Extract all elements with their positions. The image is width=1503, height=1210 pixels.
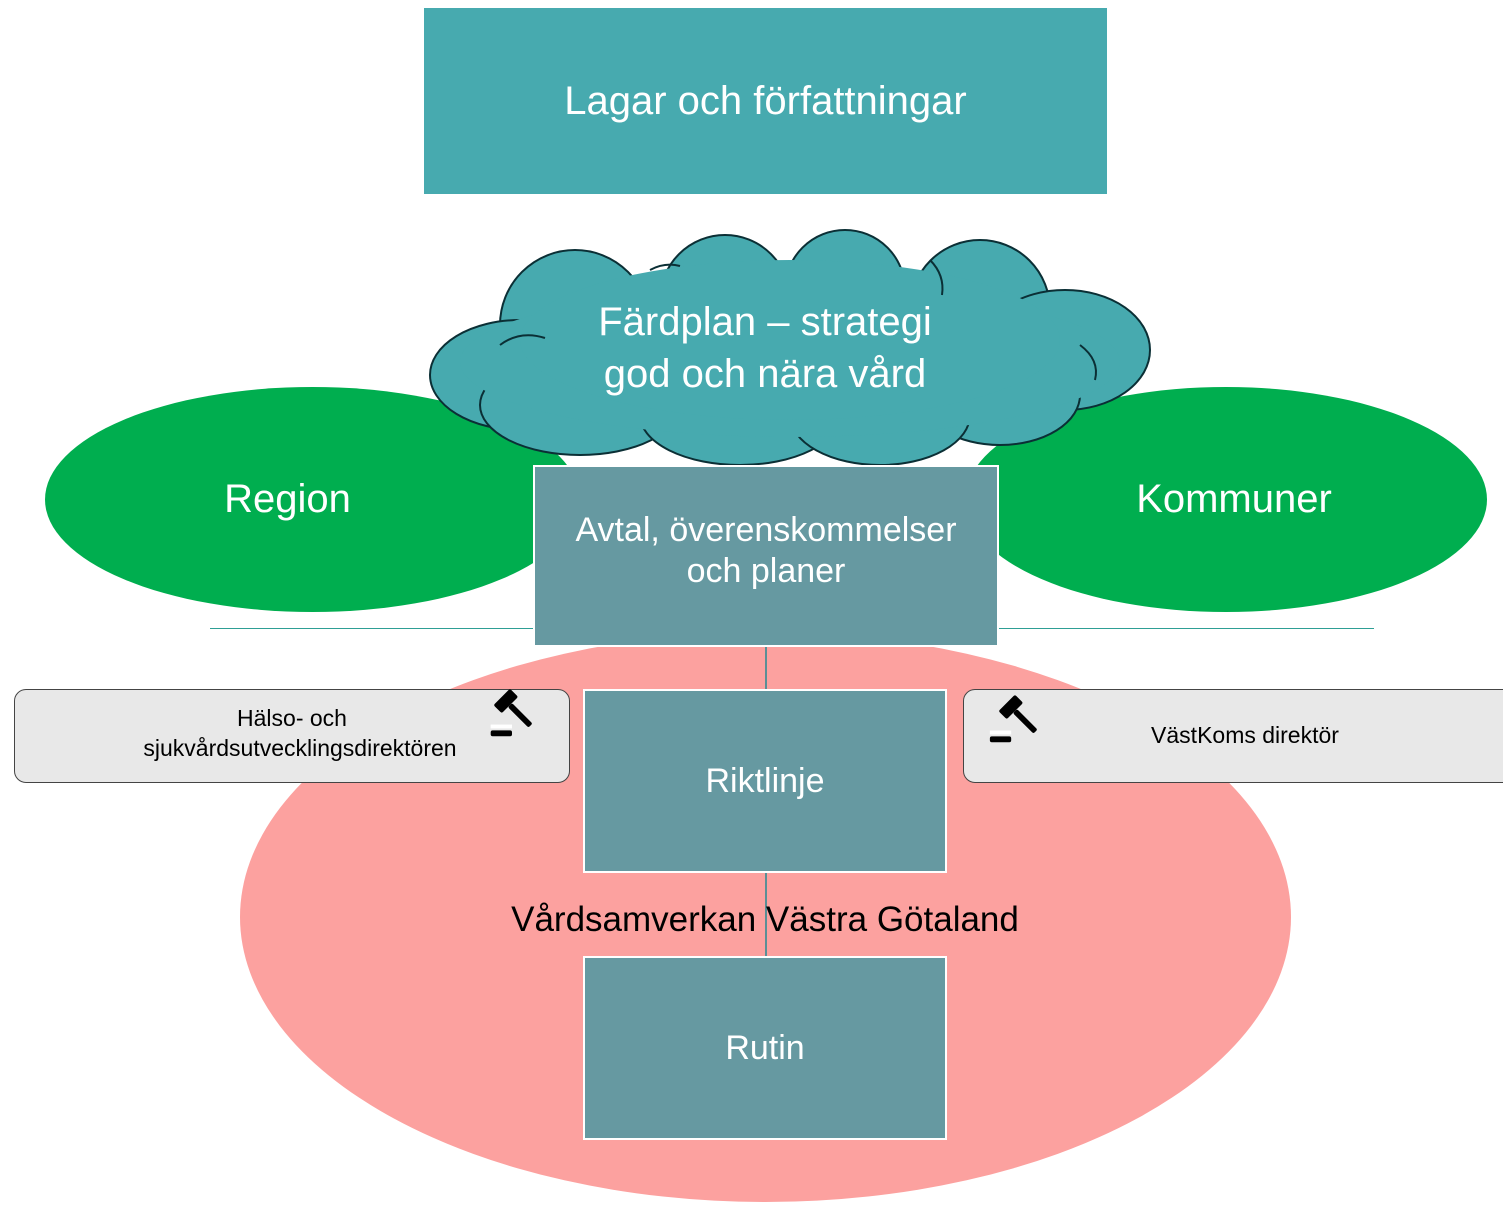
callout-left-line-2: sjukvårdsutvecklingsdirektören — [143, 734, 457, 761]
callout-right-text: VästKoms direktör — [1151, 722, 1339, 748]
callout-left-text: Hälso- och sjukvårdsutvecklingsdirektöre… — [14, 704, 570, 764]
kommuner-label: Kommuner — [1136, 477, 1332, 521]
cloud-line-2: god och nära vård — [603, 352, 927, 396]
agreements-line-2: och planer — [686, 552, 846, 590]
routine-box: Rutin — [583, 956, 947, 1140]
cloud-text: Färdplan – strategi god och nära vård — [520, 296, 1010, 400]
connector-line-bottom — [765, 873, 767, 956]
gavel-icon — [989, 695, 1037, 743]
laws-box: Lagar och författningar — [424, 8, 1107, 194]
guideline-label: Riktlinje — [705, 761, 825, 800]
agreements-box: Avtal, överenskommelser och planer — [533, 465, 999, 647]
guideline-box: Riktlinje — [583, 689, 947, 873]
gavel-icon — [490, 689, 532, 737]
routine-label: Rutin — [725, 1028, 805, 1067]
kommuner-ellipse: Kommuner — [965, 387, 1487, 612]
cloud-line-1: Färdplan – strategi — [598, 300, 932, 344]
region-label: Region — [224, 477, 351, 521]
laws-label: Lagar och författningar — [564, 78, 967, 123]
callout-left — [14, 689, 570, 783]
callout-right — [963, 689, 1503, 783]
connector-line-top — [765, 647, 767, 689]
vgr-label: Vårdsamverkan Västra Götaland — [511, 900, 1019, 939]
agreements-line-1: Avtal, överenskommelser — [575, 510, 957, 549]
callout-left-line-1: Hälso- och — [237, 705, 347, 731]
